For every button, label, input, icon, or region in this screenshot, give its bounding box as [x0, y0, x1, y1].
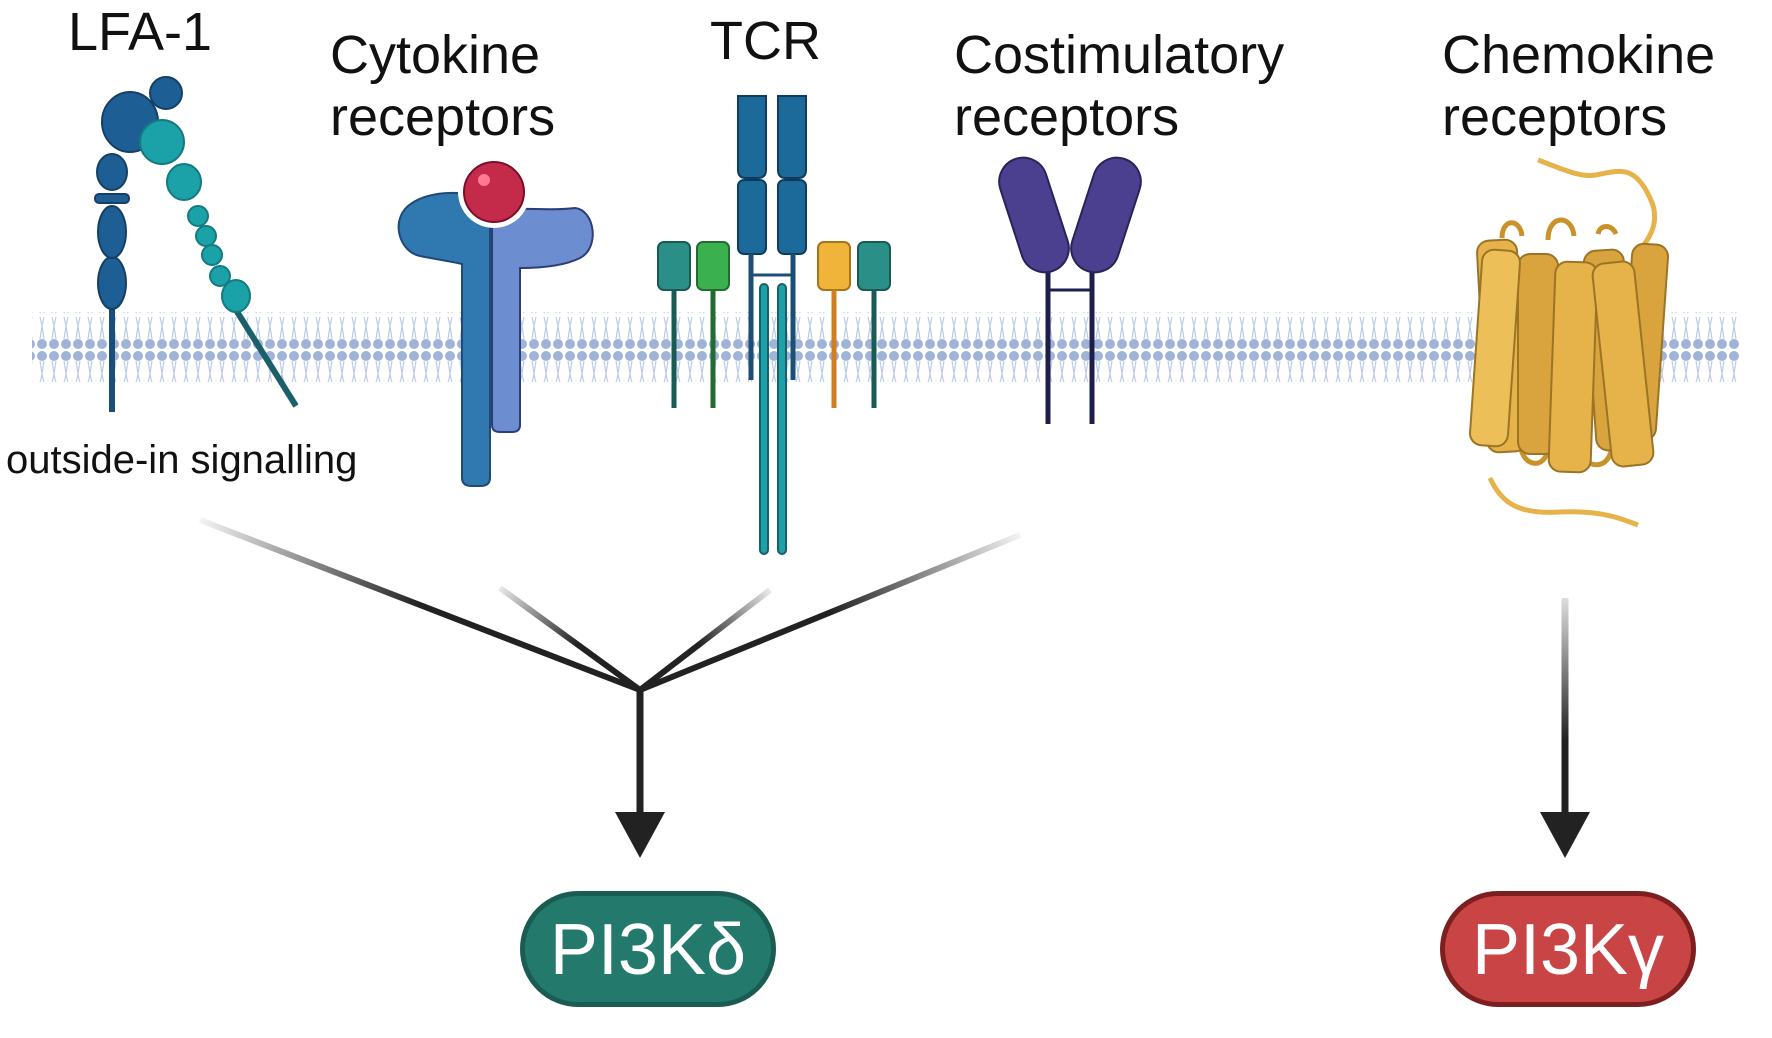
- convergence-lines: [198, 517, 1022, 693]
- tcr-complex: [657, 95, 891, 555]
- chemokine-receptor: [1469, 157, 1669, 528]
- lfa1-integrin: [94, 76, 299, 412]
- arrowhead-to-pi3k-delta: [615, 812, 665, 858]
- outside-in-signalling-label: outside-in signalling: [6, 438, 358, 482]
- costimulatory-receptor: [998, 156, 1142, 424]
- pi3k-delta-badge: PI3Kδ: [520, 891, 776, 1007]
- costimulatory-receptors-label-line2: receptors: [954, 87, 1180, 147]
- cytokine-receptors-label-line1: Cytokine: [330, 25, 541, 85]
- pi3k-gamma-badge: PI3Kγ: [1440, 891, 1696, 1007]
- lfa1-label: LFA-1: [68, 2, 213, 62]
- cell-membrane: [32, 312, 1740, 382]
- chemokine-receptors-label-line2: receptors: [1442, 87, 1668, 147]
- arrowhead-to-pi3k-gamma: [1540, 812, 1590, 858]
- costimulatory-receptors-label-line1: Costimulatory: [954, 25, 1285, 85]
- chemokine-receptors-label-line1: Chemokine: [1442, 25, 1716, 85]
- cytokine-receptors-label-line2: receptors: [330, 87, 556, 147]
- tcr-label: TCR: [710, 11, 821, 71]
- cytokine-receptor: [397, 156, 594, 487]
